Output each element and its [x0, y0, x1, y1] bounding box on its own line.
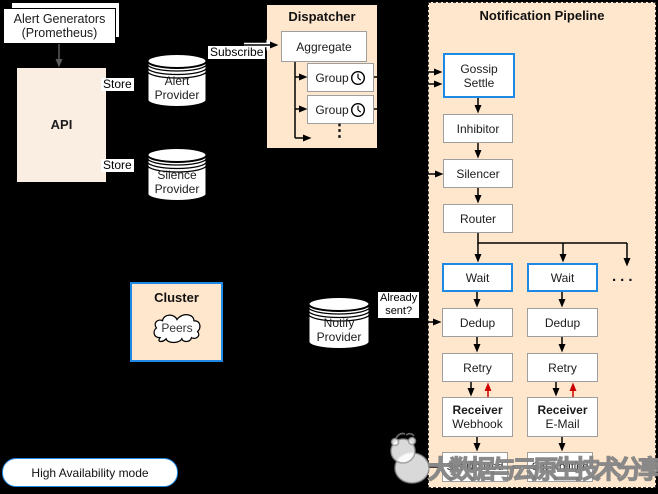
pipeline-ellipsis: ...: [612, 268, 637, 285]
receiver-email-node: Receiver E-Mail: [527, 397, 598, 437]
cluster-title: Cluster: [154, 290, 199, 305]
peers-label: Peers: [161, 321, 193, 335]
receiver-email-label: E-Mail: [545, 417, 580, 431]
silencer-node: Silencer: [443, 159, 513, 188]
api-label: API: [50, 117, 73, 132]
group-label: Group: [315, 102, 349, 117]
subscribe-label: Subscribe: [208, 45, 266, 59]
already-sent-line1: Already: [380, 292, 418, 304]
clock-icon: [350, 102, 365, 117]
wait-label: Wait: [465, 270, 490, 285]
router-label: Router: [459, 211, 497, 226]
alert-provider-line1: Alert: [164, 74, 190, 88]
group-node-2: Group: [307, 95, 374, 124]
already-sent-line2: sent?: [385, 305, 413, 317]
set-notified-node-2: Set Notified: [527, 452, 593, 482]
notify-provider-line2: Provider: [316, 330, 362, 344]
group-label: Group: [315, 70, 349, 85]
retry-label: Retry: [548, 360, 577, 375]
receiver-webhook-label: Webhook: [452, 417, 503, 431]
retry-node-1: Retry: [442, 353, 513, 382]
receiver-label: Receiver: [537, 403, 588, 417]
wait-node-1: Wait: [442, 263, 513, 292]
retry-node-2: Retry: [527, 353, 598, 382]
aggregate-node: Aggregate: [281, 31, 367, 62]
set-notified-label: Set Notified: [531, 461, 589, 473]
inhibitor-node: Inhibitor: [443, 114, 513, 143]
already-sent-label: Already sent?: [378, 292, 420, 318]
database-icon: [146, 147, 208, 202]
high-availability-label: High Availability mode: [31, 465, 149, 480]
alert-generators-line2: (Prometheus): [21, 26, 98, 40]
dedup-label: Dedup: [544, 315, 581, 330]
set-notified-node-1: Set Notified: [442, 452, 508, 482]
receiver-webhook-node: Receiver Webhook: [442, 397, 513, 437]
database-icon: [307, 296, 371, 350]
inhibitor-label: Inhibitor: [456, 121, 500, 136]
database-icon: [146, 53, 208, 108]
cloud-icon: [153, 314, 201, 344]
connector-group1-to-gossip: [374, 68, 443, 78]
clock-icon: [350, 70, 365, 85]
alert-provider-line2: Provider: [154, 88, 200, 102]
silence-provider-line1: Silence: [157, 168, 197, 182]
gossip-settle-node: Gossip Settle: [443, 53, 515, 98]
alert-generators-line1: Alert Generators: [13, 12, 106, 26]
connector-router-branch: [477, 233, 627, 244]
retry-label: Retry: [463, 360, 492, 375]
dedup-node-1: Dedup: [442, 308, 513, 337]
alert-generators-node: Alert Generators (Prometheus): [3, 8, 116, 44]
set-notified-label: Set Notified: [446, 461, 504, 473]
gossip-settle-line1: Gossip: [460, 61, 498, 76]
api-node: API: [17, 68, 106, 182]
notify-provider-line1: Notify: [323, 316, 355, 330]
gossip-settle-line2: Settle: [463, 75, 495, 90]
connector-group2-to-gossip: [374, 80, 443, 110]
dispatcher-title: Dispatcher: [288, 9, 356, 24]
store-label-2: Store: [101, 158, 134, 172]
store-label-1: Store: [101, 77, 134, 91]
receiver-label: Receiver: [452, 403, 503, 417]
silence-provider-cylinder: Silence Provider: [146, 146, 208, 203]
dedup-node-2: Dedup: [527, 308, 598, 337]
notification-pipeline-title: Notification Pipeline: [479, 8, 605, 23]
dedup-label: Dedup: [459, 315, 496, 330]
high-availability-legend: High Availability mode: [2, 458, 178, 487]
group-ellipsis: ⋮: [331, 121, 348, 140]
alert-provider-cylinder: Alert Provider: [146, 52, 208, 109]
wait-label: Wait: [550, 270, 575, 285]
wait-node-2: Wait: [527, 263, 598, 292]
notify-provider-cylinder: Notify Provider: [307, 295, 371, 351]
silence-provider-line2: Provider: [154, 182, 200, 196]
router-node: Router: [443, 204, 513, 233]
silencer-label: Silencer: [456, 166, 500, 181]
group-node-1: Group: [307, 63, 374, 92]
aggregate-label: Aggregate: [296, 39, 352, 54]
peers-cloud: Peers: [148, 306, 206, 355]
